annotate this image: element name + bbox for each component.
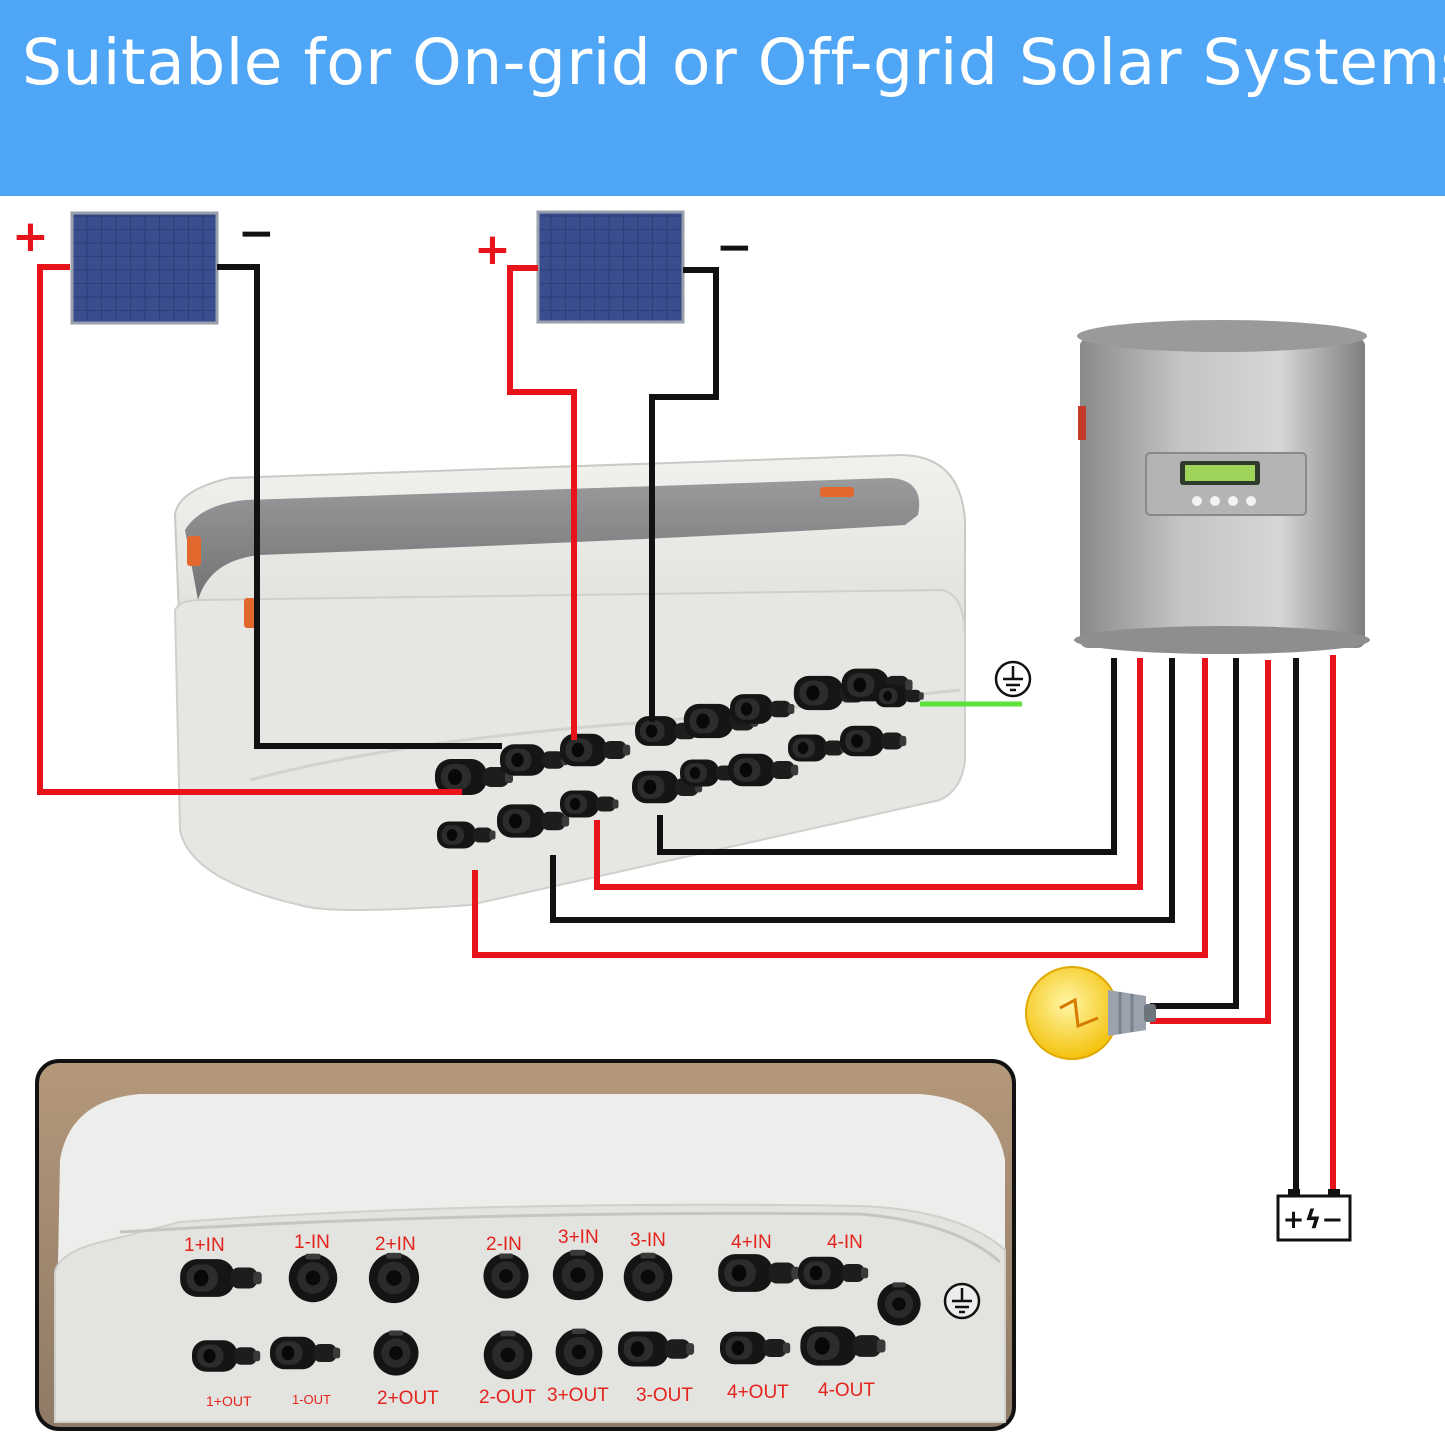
photo-ground-symbol-icon [943,1282,981,1320]
port-label: 4-IN [827,1232,863,1253]
port-labels-bottom: 1+OUT 1-OUT 2+OUT 2-OUT 3+OUT 3-OUT 4+OU… [206,1380,875,1409]
solar-panel-1-icon [70,211,219,325]
wire-out-positive-2 [472,658,1208,958]
controller-top-rim [1077,320,1367,352]
header-banner: Suitable for On-grid or Off-grid Solar S… [0,0,1445,196]
port-2-minus-out [483,1330,533,1380]
controller-button [1228,496,1238,506]
port-3-plus-in [552,1249,604,1301]
solar-panel-2-icon [536,210,685,324]
port-3-plus-out [555,1328,603,1376]
photo-inset: 1+IN 1-IN 2+IN 2-IN 3+IN 3-IN 4+IN 4-IN … [35,1059,1016,1431]
lid-latch-right [820,487,854,497]
panel-2-negative-symbol: − [716,222,753,273]
wire-panel2-negative [649,267,719,722]
port-label: 2+IN [375,1234,416,1255]
ground-port [877,1282,921,1326]
controller-button [1246,496,1256,506]
port-labels-top: 1+IN 1-IN 2+IN 2-IN 3+IN 3-IN 4+IN 4-IN [184,1227,863,1256]
port-3-minus-in [623,1252,673,1302]
solar-panel-1: + − [12,208,275,325]
port-label: 3+IN [558,1227,599,1248]
port-label: 3+OUT [547,1385,609,1406]
solar-panel-2: + − [474,210,753,324]
controller-button [1210,496,1220,506]
controller-display-screen [1185,465,1255,481]
panel-2-positive-symbol: + [474,224,511,275]
port-label: 1-OUT [292,1392,331,1407]
port-1-minus-in [288,1253,338,1303]
port-label: 4-OUT [818,1380,875,1401]
port-label: 3-OUT [636,1385,693,1406]
port-label: 2-OUT [479,1387,536,1408]
combiner-box [173,453,966,911]
controller-side-indicator [1078,406,1086,440]
port-label: 4+IN [731,1232,772,1253]
wire-load-positive [1150,660,1271,1024]
wire-panel1-negative [217,264,502,749]
port-2-plus-out [373,1330,419,1376]
wire-panel2-positive [507,265,577,740]
lid-latch-left-top [187,536,201,566]
port-label: 2-IN [486,1234,522,1255]
port-label: 1-IN [294,1232,330,1253]
wire-out-negative-2 [550,658,1175,923]
panel-1-negative-symbol: − [238,208,275,259]
ground-symbol-icon [994,660,1032,698]
port-label: 1+IN [184,1235,225,1256]
wire-out-positive-1 [594,658,1143,890]
light-bulb-icon [1025,966,1156,1060]
wire-out-negative-1 [657,658,1117,855]
wire-load-negative [1150,658,1239,1009]
port-2-minus-in [483,1253,529,1299]
port-label: 3-IN [630,1230,666,1251]
battery-icon: +ϟ− [1276,1189,1352,1242]
controller-bottom-rim [1074,626,1370,654]
port-label: 1+OUT [206,1393,252,1409]
port-label: 4+OUT [727,1382,789,1403]
charge-controller [1074,320,1370,654]
banner-title: Suitable for On-grid or Off-grid Solar S… [22,26,1445,99]
wire-panel1-positive [37,264,462,795]
photo-box-ridge [119,1211,1001,1264]
wires [37,264,1336,1196]
port-label: 2+OUT [377,1388,439,1409]
controller-button [1192,496,1202,506]
port-2-plus-in [368,1252,420,1304]
combiner-box-lid [185,478,920,600]
panel-1-positive-symbol: + [12,211,49,262]
battery-symbols: +ϟ− [1283,1205,1344,1235]
